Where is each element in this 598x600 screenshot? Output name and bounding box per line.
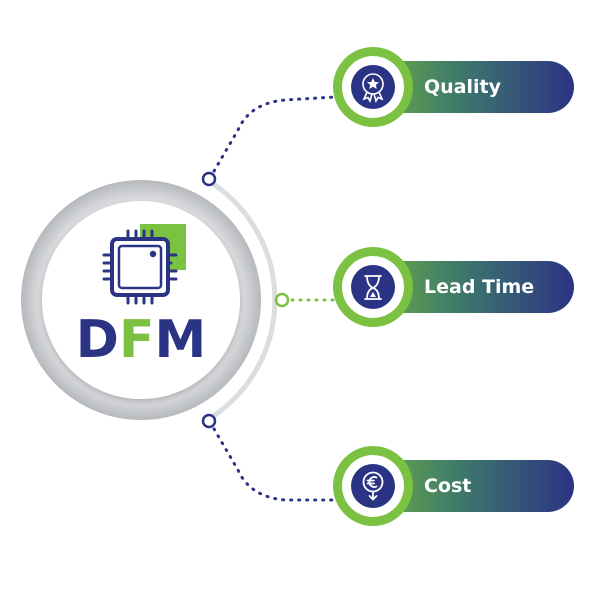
- node-cost: [201, 413, 217, 429]
- connector-quality: [208, 95, 337, 180]
- label-lead-time: Lead Time: [424, 276, 534, 298]
- label-cost: Cost: [424, 475, 471, 497]
- item-lead-time: Lead Time: [333, 247, 574, 327]
- item-quality: Quality: [333, 47, 574, 127]
- dfm-logo-text: DFM: [76, 310, 206, 370]
- euro-coin-icon: [362, 471, 384, 501]
- award-badge-icon: [362, 73, 384, 104]
- node-quality: [201, 171, 217, 187]
- label-quality: Quality: [424, 76, 502, 98]
- connector-cost: [208, 420, 337, 502]
- hourglass-icon: [364, 275, 382, 300]
- node-lead-time: [274, 292, 290, 308]
- microchip-icon: [102, 224, 186, 305]
- item-cost: Cost: [333, 446, 574, 526]
- center-badge: DFM: [21, 180, 261, 420]
